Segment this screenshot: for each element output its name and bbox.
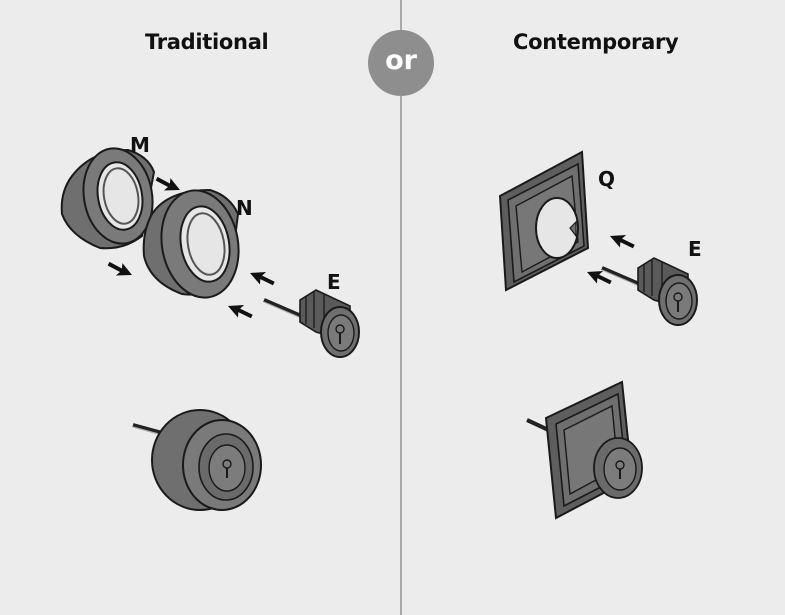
arrow-e-upper [247, 265, 277, 290]
callout-e-right: E [688, 237, 702, 261]
heading-traditional: Traditional [145, 30, 269, 54]
arrow-q-upper [607, 228, 637, 253]
or-badge: or [368, 30, 434, 96]
arrow-lower-m [105, 257, 135, 283]
heading-contemporary: Contemporary [513, 30, 679, 54]
cylinder-e-right [600, 256, 699, 327]
assembled-contemporary-deadbolt [526, 380, 643, 520]
assembled-traditional-deadbolt [132, 409, 262, 511]
square-rose-q [498, 150, 590, 292]
cylinder-e-left [262, 288, 361, 359]
collar-n [142, 188, 240, 299]
arrow-e-lower [225, 298, 255, 323]
callout-q: Q [598, 167, 616, 191]
arrow-q-lower [584, 264, 614, 289]
arrow-m-to-n [153, 172, 183, 198]
callout-m: M [130, 133, 150, 157]
callout-n: N [236, 196, 253, 220]
trim-ring-m [60, 147, 156, 250]
callout-e-left: E [327, 270, 341, 294]
